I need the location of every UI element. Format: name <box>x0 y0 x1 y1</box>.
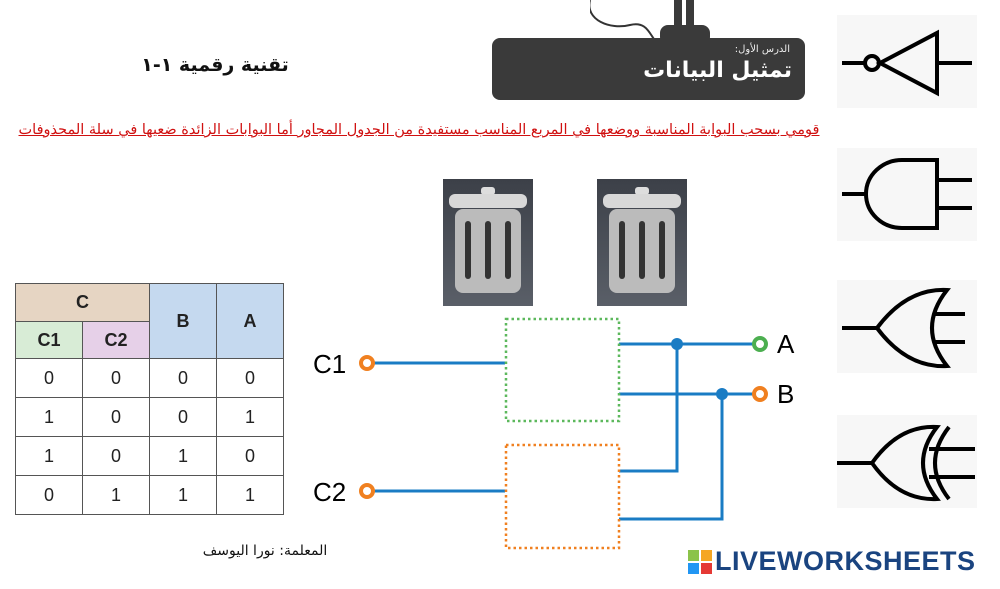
liveworksheets-logo: LIVEWORKSHEETS <box>688 546 976 577</box>
lesson-title: تمثيل البيانات <box>643 58 792 83</box>
trash-bin-1[interactable] <box>443 179 533 306</box>
cell: 1 <box>15 397 83 437</box>
junction-dot <box>671 338 683 350</box>
logo-text: LIVEWORKSHEETS <box>715 546 976 576</box>
header-b: B <box>149 283 217 359</box>
instruction-text: قومي بسحب البوابة المناسبة ووضعها في الم… <box>18 122 820 138</box>
input-c2-label: C2 <box>313 477 346 507</box>
cell: 1 <box>15 436 83 476</box>
output-b-label: B <box>777 379 794 409</box>
subject-title: تقنية رقمية ١-١ <box>141 54 289 76</box>
junction-dot <box>716 388 728 400</box>
cell: 0 <box>216 358 284 398</box>
or-gate-icon[interactable] <box>837 280 977 373</box>
not-gate-icon[interactable] <box>837 15 977 108</box>
cell: 1 <box>216 397 284 437</box>
output-a-terminal <box>752 336 768 352</box>
header-a: A <box>216 283 284 359</box>
trash-icon <box>449 187 527 293</box>
cell: 1 <box>216 475 284 515</box>
input-c1-terminal <box>359 355 375 371</box>
trash-bin-2[interactable] <box>597 179 687 306</box>
cell: 0 <box>149 358 217 398</box>
output-b-terminal <box>752 386 768 402</box>
input-c2-terminal <box>359 483 375 499</box>
trash-icon <box>603 187 681 293</box>
lesson-banner <box>492 38 805 100</box>
cell: 0 <box>82 436 150 476</box>
teacher-name: المعلمة: نورا اليوسف <box>202 543 328 559</box>
drop-zone-1[interactable] <box>504 317 621 423</box>
logo-icon <box>688 549 712 574</box>
cell: 0 <box>216 436 284 476</box>
header-c2: C2 <box>82 321 150 359</box>
cell: 0 <box>15 475 83 515</box>
xor-gate-icon[interactable] <box>837 415 977 508</box>
cell: 1 <box>82 475 150 515</box>
input-c1-label: C1 <box>313 349 346 379</box>
cell: 1 <box>149 475 217 515</box>
and-gate-icon[interactable] <box>837 148 977 241</box>
output-a-label: A <box>777 329 795 359</box>
drop-zone-2[interactable] <box>504 443 621 550</box>
cell: 0 <box>82 397 150 437</box>
lesson-label: الدرس الأول: <box>734 44 790 55</box>
